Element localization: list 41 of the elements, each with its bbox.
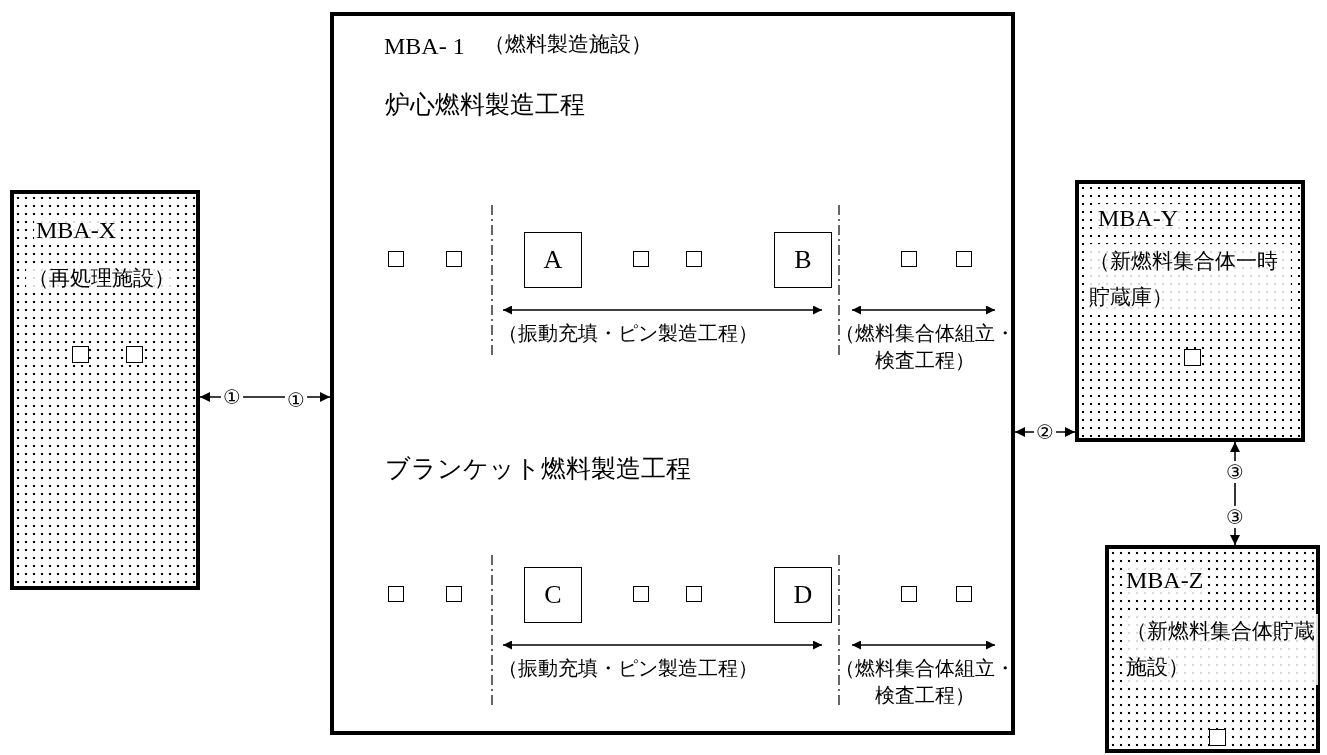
square-marker: [686, 586, 702, 602]
square-marker: [446, 586, 462, 602]
square-marker: [388, 251, 404, 267]
square-marker: [1184, 349, 1201, 366]
edge-label: ③: [1224, 461, 1246, 483]
square-marker: [901, 586, 917, 602]
process-box: D: [774, 567, 832, 623]
square-marker: [633, 251, 649, 267]
area-subtitle: （燃料製造施設）: [484, 32, 652, 58]
area-title: MBA-Z: [1124, 566, 1206, 595]
area-frame: [330, 12, 1015, 735]
area-subtitle: （再処理施設）: [26, 266, 177, 292]
square-marker: [901, 251, 917, 267]
square-marker: [446, 251, 462, 267]
process-label: （振動充填・ピン製造工程）: [498, 656, 758, 681]
double-arrow: [1014, 427, 1076, 437]
square-marker: [388, 586, 404, 602]
area-title: MBA- 1: [384, 32, 465, 61]
process-label: （燃料集合体組立・検査工程）: [835, 321, 1015, 373]
double-arrow: [199, 392, 331, 402]
square-marker: [126, 346, 143, 363]
stippled-area: [1075, 180, 1305, 442]
heading: ブランケット燃料製造工程: [385, 454, 691, 484]
stippled-area: [10, 190, 200, 590]
area-subtitle: （新燃料集合体一時貯蔵庫）: [1087, 244, 1291, 316]
area-subtitle: （新燃料集合体貯蔵施設）: [1124, 614, 1318, 686]
square-marker: [686, 251, 702, 267]
square-marker: [72, 346, 89, 363]
square-marker: [633, 586, 649, 602]
area-title: MBA-Y: [1096, 204, 1180, 233]
square-marker: [1209, 729, 1226, 746]
square-marker: [956, 251, 972, 267]
process-label: （振動充填・ピン製造工程）: [498, 321, 758, 346]
process-box: A: [524, 232, 582, 288]
circled-number: ③: [1224, 506, 1246, 528]
process-label: （燃料集合体組立・検査工程）: [835, 656, 1015, 708]
heading: 炉心燃料製造工程: [385, 90, 585, 120]
process-box: B: [774, 232, 832, 288]
stippled-area: [1105, 545, 1320, 753]
square-marker: [956, 586, 972, 602]
process-box: C: [524, 567, 582, 623]
